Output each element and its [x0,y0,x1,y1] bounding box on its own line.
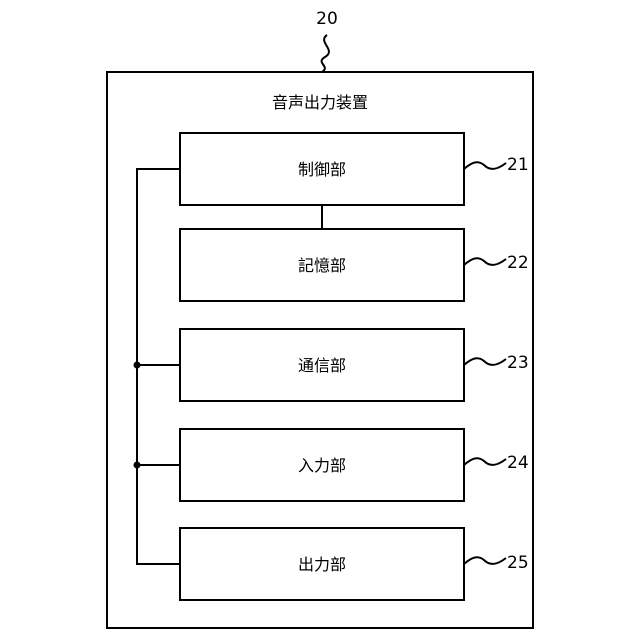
block-input-label: 入力部 [298,456,346,475]
device-ref-leader [322,35,329,72]
block-control-label: 制御部 [298,160,346,179]
block-comm-label: 通信部 [298,356,346,375]
device-title: 音声出力装置 [272,93,368,112]
bus-junction-comm [134,362,141,369]
block-storage-ref: 22 [507,253,529,273]
block-storage-label: 記憶部 [298,256,346,275]
device-ref-number: 20 [316,9,338,29]
block-output-ref: 25 [507,553,529,573]
bus-junction-input [134,462,141,469]
block-output-label: 出力部 [298,555,346,574]
block-control-ref: 21 [507,155,529,175]
block-comm-ref: 23 [507,353,529,373]
block-input-ref: 24 [507,453,529,473]
